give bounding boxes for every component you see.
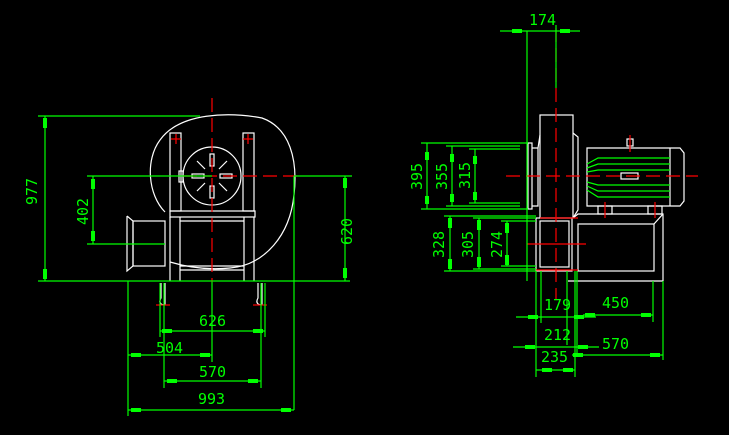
dim-504: 504 <box>156 339 183 357</box>
post-bolt-marks <box>171 134 253 144</box>
dim-305: 305 <box>459 231 477 258</box>
cooling-fins <box>586 157 670 198</box>
dim-212: 212 <box>544 326 571 344</box>
dim-977: 977 <box>23 178 41 205</box>
dim-993: 993 <box>198 390 225 408</box>
dim-274: 274 <box>488 231 506 258</box>
dim-402: 402 <box>74 198 92 225</box>
dim-235: 235 <box>541 348 568 366</box>
dim-328: 328 <box>430 231 448 258</box>
side-view <box>506 28 698 300</box>
dim-570-front: 570 <box>199 363 226 381</box>
right-bearing-post <box>242 132 255 212</box>
dim-174: 174 <box>529 11 556 29</box>
dim-179: 179 <box>544 296 571 314</box>
dim-395: 395 <box>408 163 426 190</box>
dim-620: 620 <box>338 218 356 245</box>
dim-355: 355 <box>433 163 451 190</box>
dim-450: 450 <box>602 294 629 312</box>
side-dimensions: 174 395 355 315 328 305 274 <box>408 11 664 377</box>
front-dimensions: 977 402 620 626 504 570 993 <box>23 115 356 416</box>
front-view <box>38 98 350 306</box>
dim-570-side: 570 <box>602 335 629 353</box>
motor-base <box>568 213 664 282</box>
dim-315: 315 <box>456 162 474 189</box>
volute-casing <box>149 114 296 270</box>
